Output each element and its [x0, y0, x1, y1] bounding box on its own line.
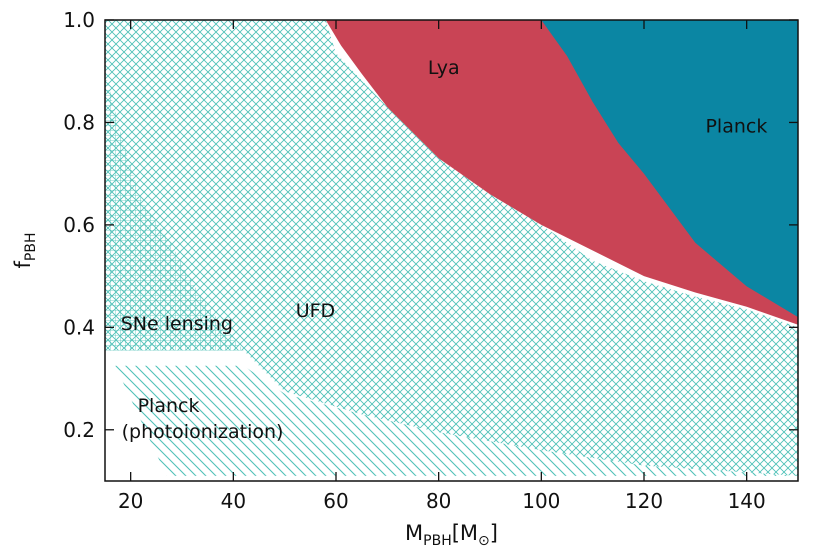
region-planck	[541, 20, 798, 318]
y-tick-label: 0.4	[63, 315, 95, 339]
x-tick-label: 140	[728, 489, 766, 513]
y-tick-label: 0.6	[63, 213, 95, 237]
region-label-planck-photoionization: Planck(photoionization)	[122, 395, 284, 443]
region-planck-photoionization	[115, 365, 798, 476]
x-tick-label: 80	[426, 489, 451, 513]
region-label-lya: Lya	[428, 57, 460, 79]
y-tick-label: 1.0	[63, 8, 95, 32]
y-tick-label: 0.2	[63, 418, 95, 442]
x-axis-ticks: 20 40 60 80 100 120 140	[118, 20, 766, 513]
x-tick-label: 20	[118, 489, 143, 513]
regions-layer	[105, 20, 798, 476]
region-label-sne-lensing: SNe lensing	[121, 313, 233, 335]
region-label-planck: Planck	[705, 116, 767, 138]
x-axis-label: MPBH[M⊙]	[405, 521, 498, 549]
x-tick-label: 100	[522, 489, 560, 513]
y-tick-label: 0.8	[63, 110, 95, 134]
y-axis-label: fPBH	[11, 233, 39, 269]
region-label-ufd: UFD	[296, 300, 335, 322]
x-tick-label: 40	[221, 489, 246, 513]
region-sne-lensing	[105, 71, 244, 351]
region-ufd	[105, 20, 798, 476]
x-tick-label: 60	[323, 489, 348, 513]
plot-frame	[104, 19, 799, 482]
x-tick-label: 120	[625, 489, 663, 513]
y-axis-ticks: 0.2 0.4 0.6 0.8 1.0	[63, 8, 798, 442]
